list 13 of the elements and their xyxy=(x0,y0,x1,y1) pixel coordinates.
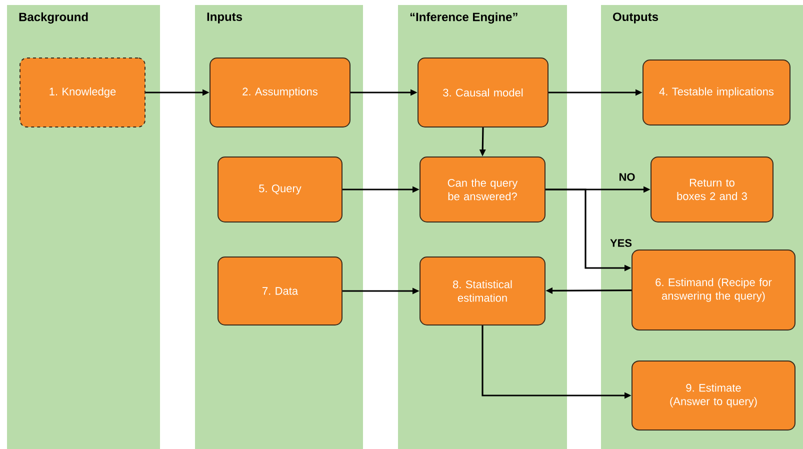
process-box: 8. Statistical estimation xyxy=(420,256,546,326)
edge-label: YES xyxy=(608,238,634,248)
edge-label: NO xyxy=(617,172,637,182)
process-box: Return to boxes 2 and 3 xyxy=(650,156,774,222)
process-box: 1. Knowledge xyxy=(20,58,146,128)
process-box: Can the query be answered? xyxy=(420,156,546,222)
process-box: 9. Estimate (Answer to query) xyxy=(632,360,796,430)
process-box: 2. Assumptions xyxy=(210,58,350,128)
process-box: 7. Data xyxy=(218,256,342,326)
process-box: 5. Query xyxy=(218,156,342,222)
process-box: 4. Testable implications xyxy=(642,60,790,126)
process-box: 3. Causal model xyxy=(418,58,548,128)
process-box: 6. Estimand (Recipe for answering the query) xyxy=(632,250,796,330)
